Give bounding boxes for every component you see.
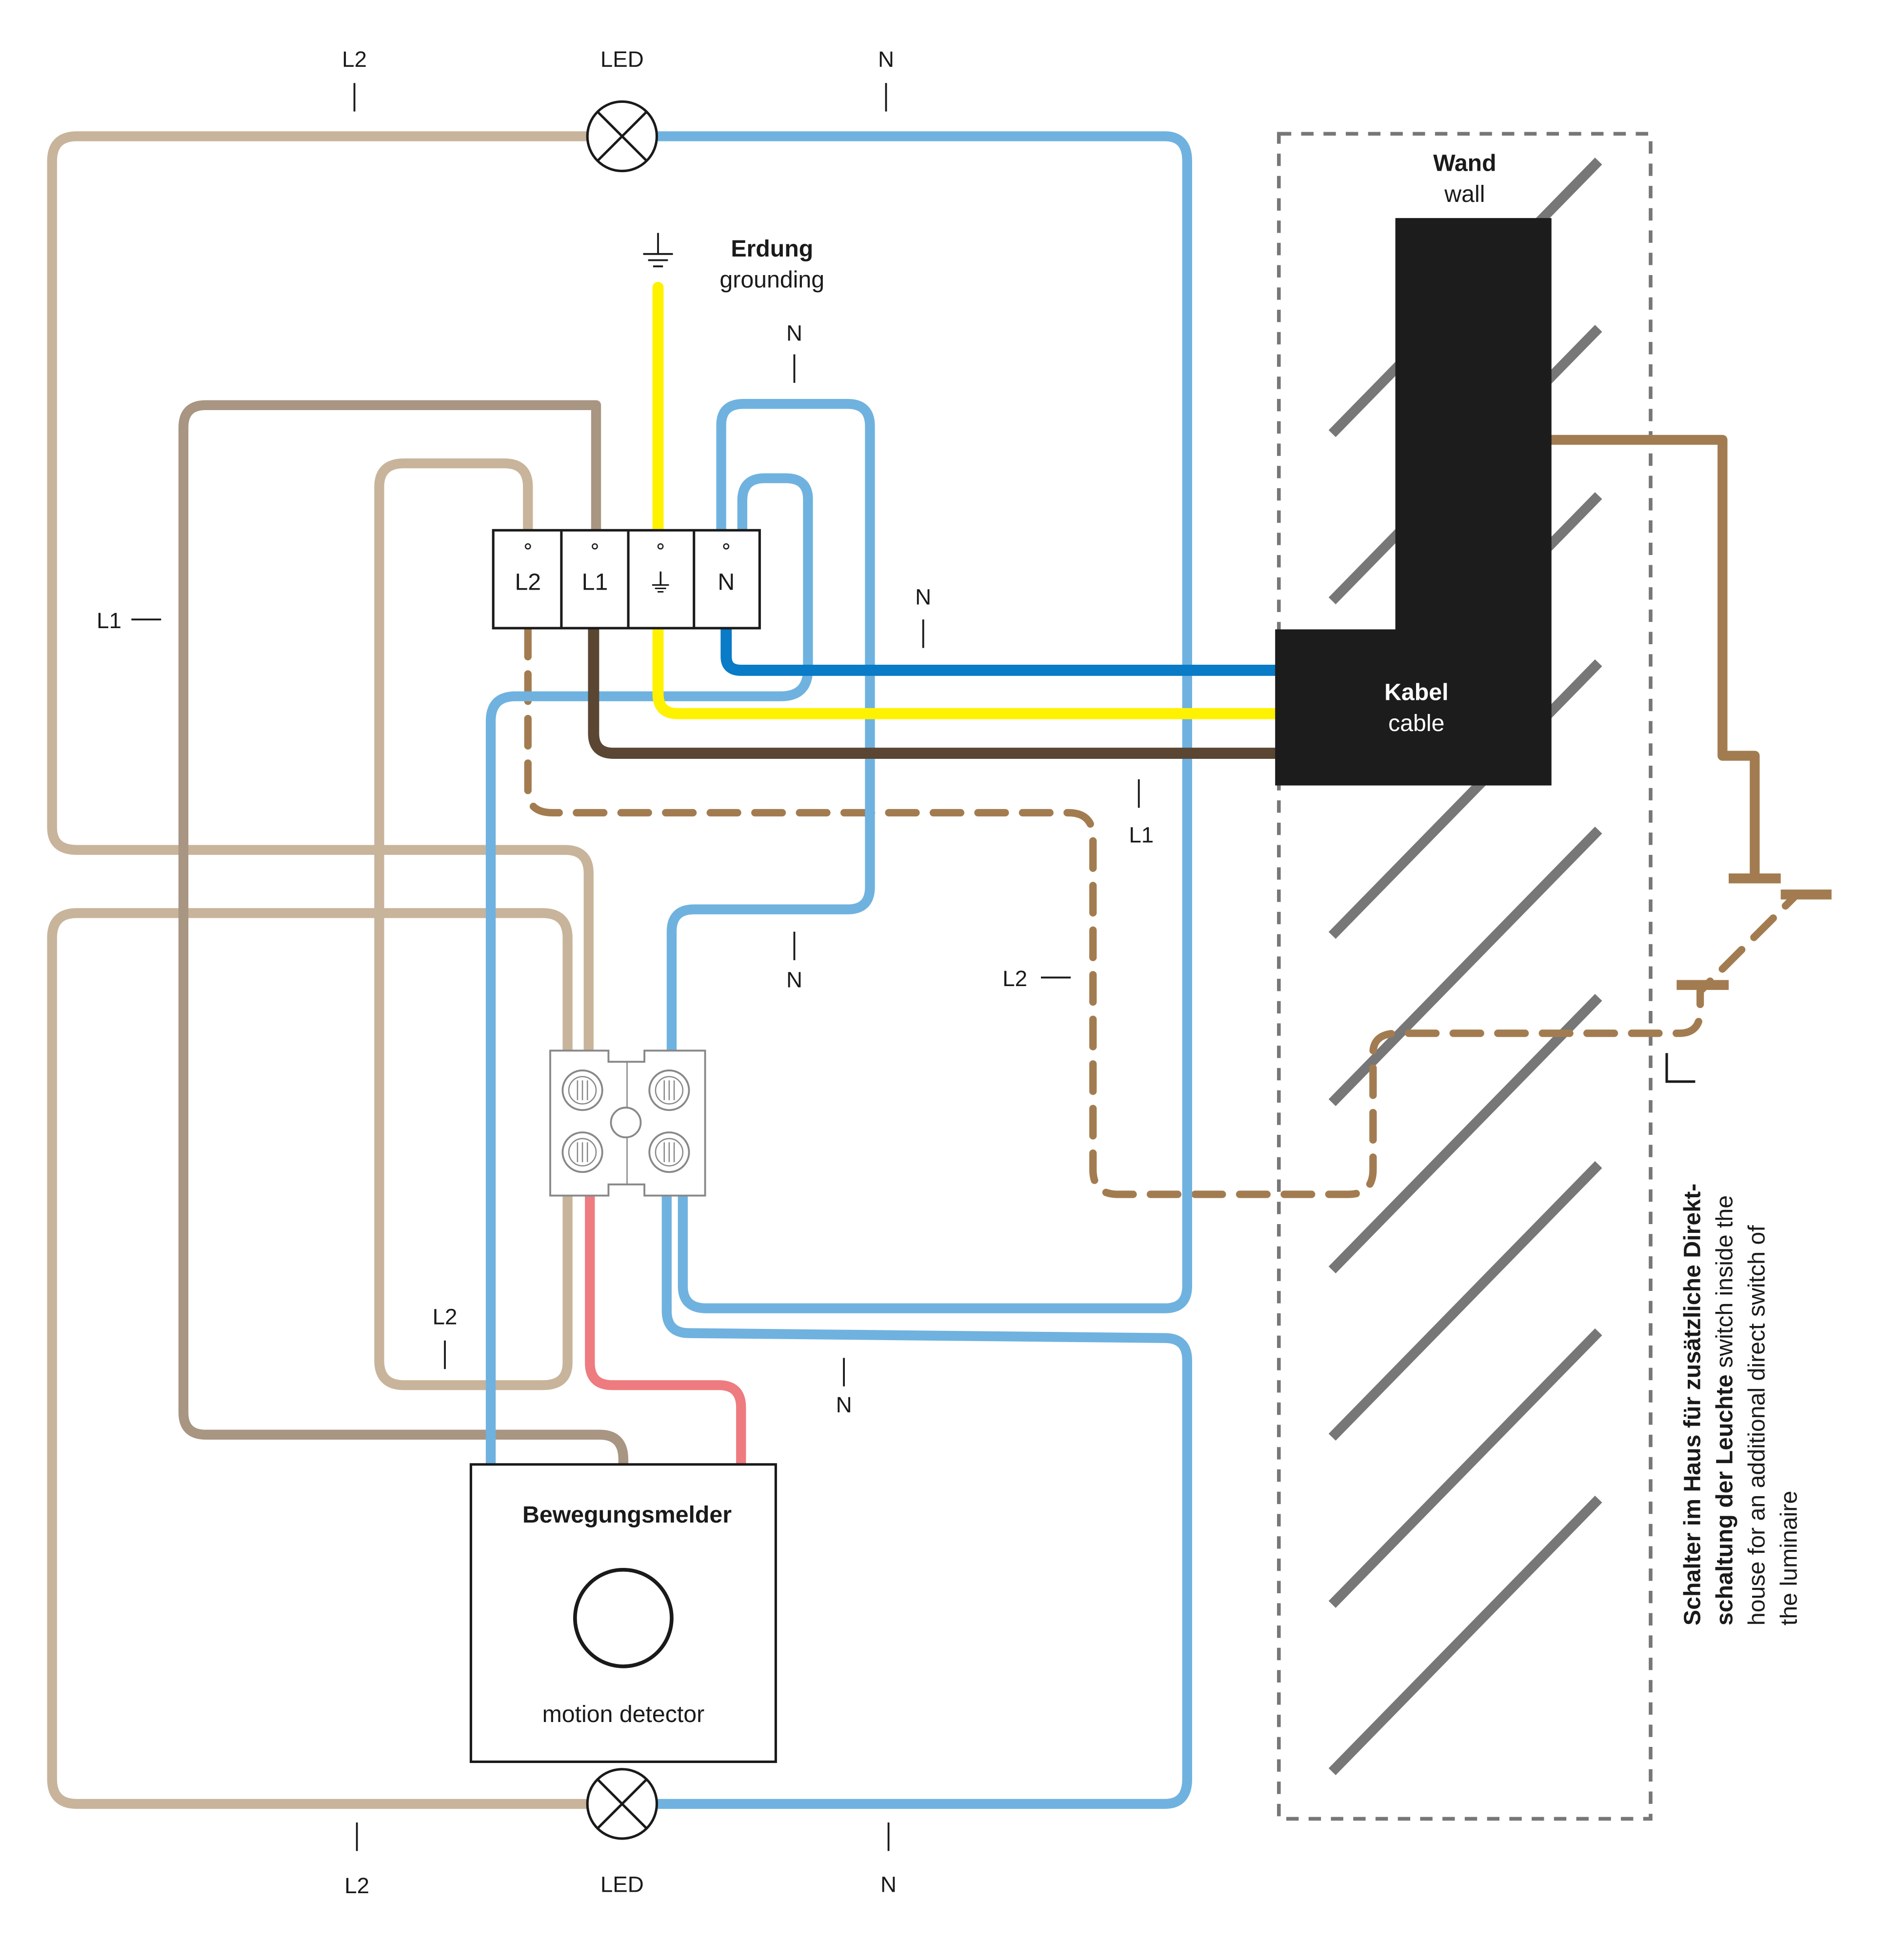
switch-caption-line1: Schalter im Haus für zusätzliche Direkt- [1679, 1184, 1706, 1625]
screw-icon [561, 1069, 690, 1173]
switch-caption-line2: schaltung der Leuchte switch inside the [1712, 1195, 1738, 1625]
grounding-label-en: grounding [719, 266, 824, 293]
terminal-ground: ⏚ [647, 569, 673, 598]
switch-caption: Schalter im Haus für zusätzliche Direkt-… [1679, 1184, 1802, 1625]
cable-live [588, 624, 1285, 759]
label-l2-bottom: L2 [344, 1873, 369, 1898]
label-led-top: LED [600, 47, 644, 72]
switch-caption-line3: house for an additional direct switch of [1744, 1225, 1770, 1625]
sensor-icon [573, 1567, 674, 1668]
neutral-wire-connector [666, 399, 875, 1056]
wall-outline [1277, 132, 1653, 1821]
label-l2-inner: L2 [433, 1305, 458, 1329]
label-led-bottom: LED [600, 1872, 644, 1897]
cable-label-de: Kabel [1384, 679, 1448, 705]
cable-ground [652, 281, 1285, 719]
cable-neutral [720, 624, 1285, 676]
switch-wire [1546, 435, 1760, 882]
led-bottom-icon [586, 1768, 659, 1840]
label-n-connector: N [786, 968, 802, 992]
cable-block [1275, 218, 1552, 786]
terminal-block: L2 L1 ⏚ N [492, 529, 761, 630]
label-l2-top: L2 [342, 47, 367, 72]
label-n-loop: N [786, 321, 802, 346]
terminal-l1: L1 [582, 569, 608, 595]
grounding-label-de: Erdung [731, 236, 813, 262]
motion-label-en: motion detector [542, 1701, 705, 1727]
terminal-n: N [718, 569, 735, 595]
motion-detector: Bewegungsmelder motion detector [469, 1463, 777, 1763]
led-top-icon [586, 100, 659, 173]
label-l2-dashed: L2 [1002, 966, 1027, 991]
l2-dashed-wire [524, 625, 1801, 1198]
label-n-top: N [878, 47, 894, 72]
switch-caption-line2-normal: switch inside the [1712, 1195, 1738, 1374]
cable-label-en: cable [1388, 710, 1444, 736]
label-l1-cable: L1 [1129, 823, 1154, 848]
switch-caption-marker [1665, 1053, 1696, 1083]
label-n-lower: N [836, 1392, 852, 1417]
l2-wire-bottom-outer [47, 458, 594, 1809]
l2-wire-top-outer [47, 131, 594, 1056]
motion-output-wire [585, 1189, 746, 1469]
label-n-bottom: N [880, 1872, 897, 1897]
wall-label-de: Wand [1433, 150, 1497, 177]
leader-ticks [131, 83, 1140, 1851]
switch-caption-line2-bold: schaltung der Leuchte [1712, 1374, 1738, 1625]
label-l1-left: L1 [97, 608, 121, 633]
motion-label-de: Bewegungsmelder [522, 1502, 732, 1528]
wall-label-en: wall [1444, 181, 1485, 207]
terminal-l2: L2 [515, 569, 541, 595]
switch-caption-line4: the luminaire [1776, 1491, 1802, 1625]
l1-wire [178, 400, 629, 1469]
neutral-wire-lower [652, 1189, 1192, 1809]
neutral-wire-outer [652, 131, 1192, 1313]
label-n-cable: N [915, 585, 931, 610]
connector-block [549, 1049, 706, 1197]
ground-icon [643, 233, 673, 268]
